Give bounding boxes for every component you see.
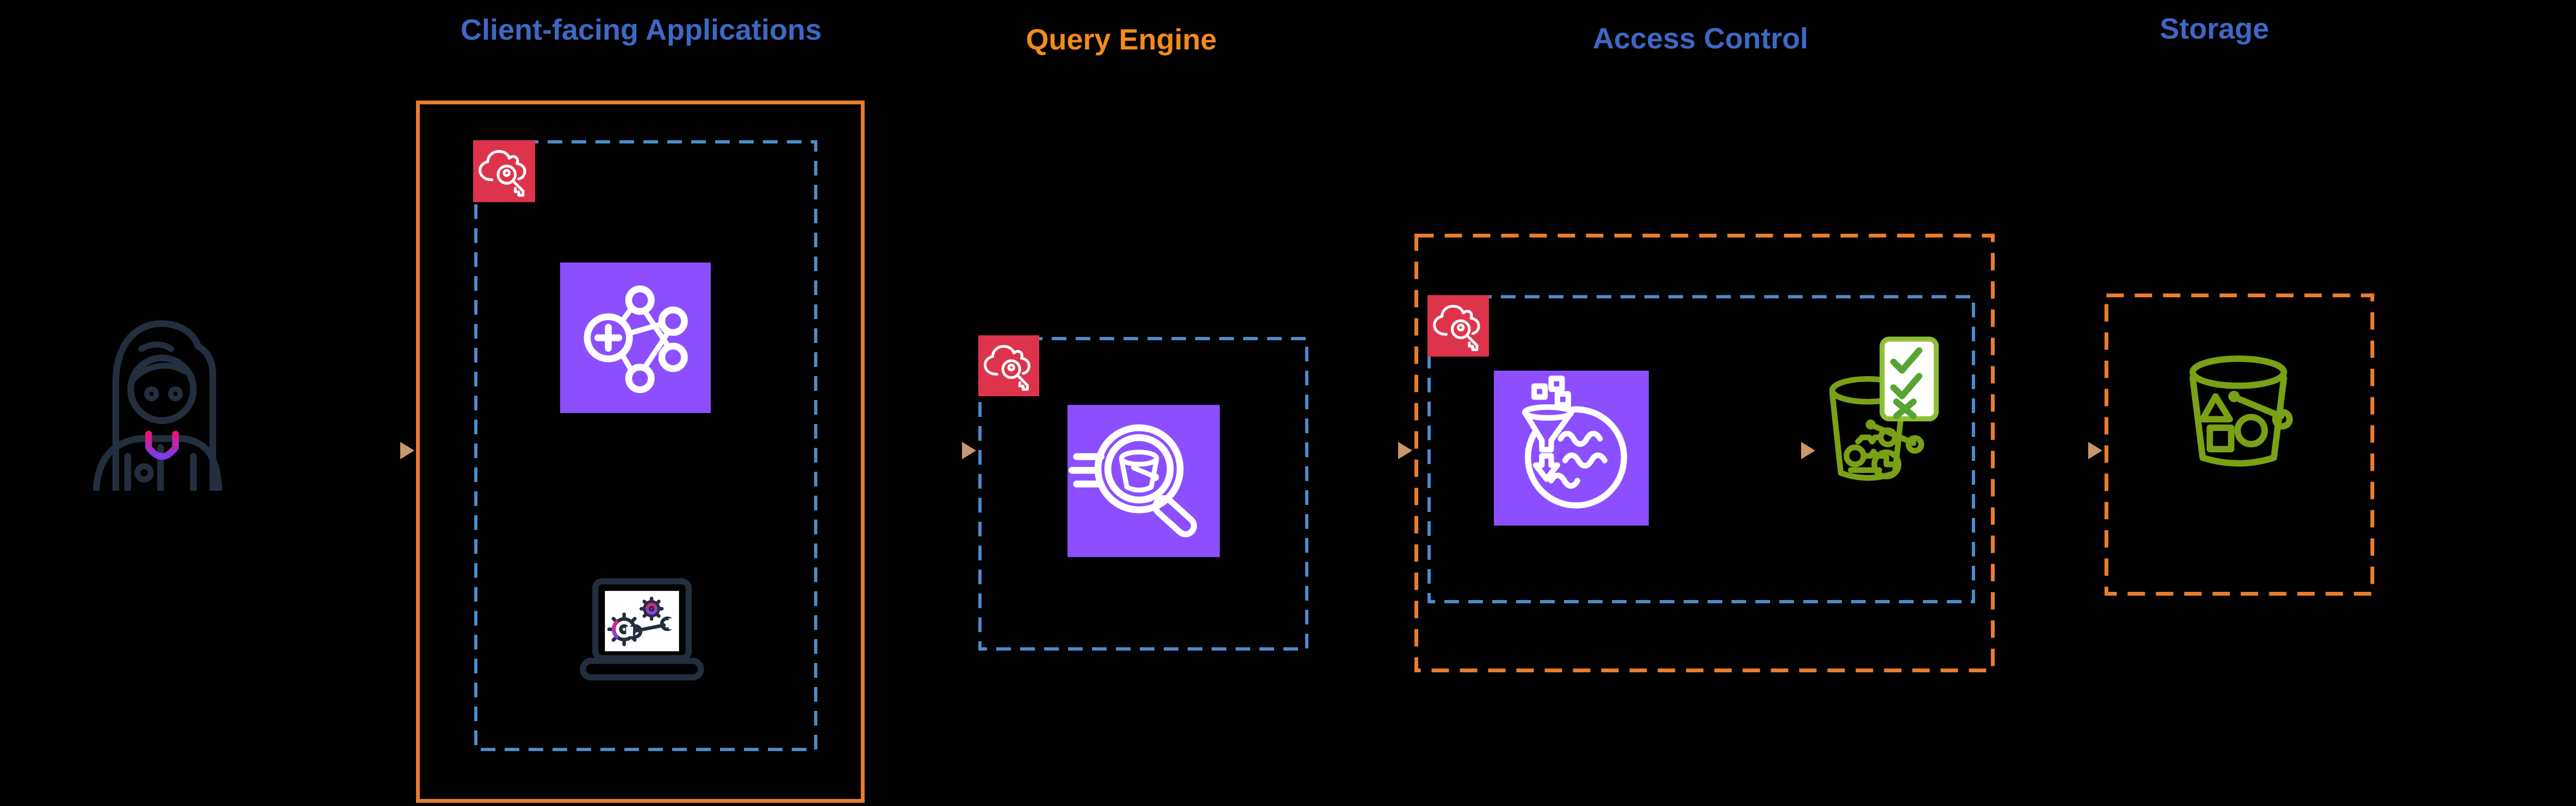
client-inner-dashed-box	[474, 140, 817, 751]
access-control-inner-dashed-box	[1427, 295, 1975, 603]
query-engine-box	[978, 337, 1308, 651]
section-title-client: Client-facing Applications	[460, 14, 822, 46]
necklace-accent	[145, 430, 179, 460]
flow-arrow-query-to-access	[1312, 439, 1413, 463]
lake-formation-icon	[1494, 371, 1649, 526]
flow-arrow-client-to-query	[868, 439, 977, 463]
iam-cloud-key-icon-access	[1427, 295, 1489, 357]
flow-arrow-lakeformation-to-bucket	[1653, 439, 1816, 463]
s3-bucket-icon	[2167, 338, 2310, 480]
section-title-access: Access Control	[1592, 22, 1809, 55]
athena-icon	[1067, 405, 1220, 557]
s3-bucket-policy-icon	[1811, 330, 1953, 504]
access-control-outer-box	[1414, 234, 1995, 672]
flow-arrow-user-to-client	[244, 439, 415, 463]
user-icon	[84, 309, 234, 491]
client-outer-box	[416, 101, 865, 803]
iam-cloud-key-icon-query	[978, 335, 1039, 396]
section-title-query: Query Engine	[1026, 23, 1217, 56]
section-title-storage: Storage	[2159, 13, 2269, 45]
laptop-tools-icon	[573, 577, 711, 692]
machine-learning-network-icon	[560, 263, 711, 413]
iam-cloud-key-icon-client	[473, 140, 535, 202]
flow-arrow-access-to-storage	[1998, 439, 2103, 463]
